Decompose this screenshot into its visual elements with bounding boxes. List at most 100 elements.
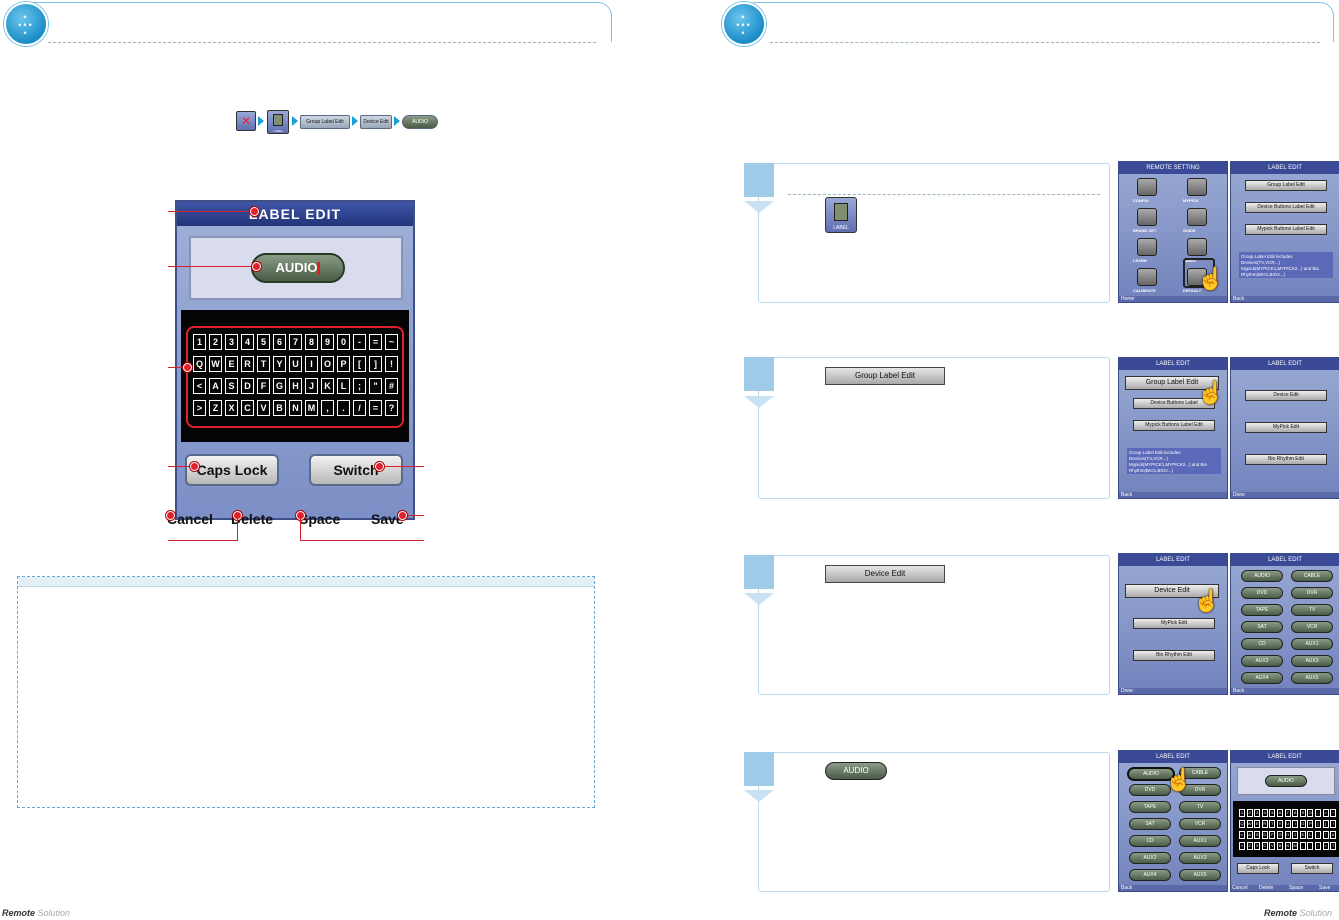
callout-line bbox=[300, 515, 301, 540]
key[interactable]: S bbox=[225, 378, 238, 394]
key[interactable]: . bbox=[337, 400, 350, 416]
key[interactable]: < bbox=[193, 378, 206, 394]
key[interactable]: U bbox=[289, 356, 302, 372]
key[interactable]: J bbox=[305, 378, 318, 394]
mini-key: " bbox=[1322, 831, 1329, 839]
key[interactable]: Q bbox=[193, 356, 206, 372]
key[interactable]: " bbox=[369, 378, 382, 394]
key[interactable]: W bbox=[209, 356, 222, 372]
thumb-note: Group Label Edit includes Devices(TV,VCR… bbox=[1127, 448, 1221, 474]
key[interactable]: 1 bbox=[193, 334, 206, 350]
key[interactable]: P bbox=[337, 356, 350, 372]
key[interactable]: - bbox=[353, 334, 366, 350]
mini-key: Q bbox=[1239, 820, 1245, 828]
key[interactable]: > bbox=[193, 400, 206, 416]
key[interactable]: 6 bbox=[273, 334, 286, 350]
callout-dot bbox=[166, 511, 175, 520]
thumb-footer: Cancel Delete Space Save bbox=[1231, 885, 1339, 891]
step-4-box bbox=[758, 752, 1110, 892]
key[interactable]: G bbox=[273, 378, 286, 394]
caps-lock-button[interactable]: Caps Lock bbox=[185, 454, 279, 486]
thumb-device-pill: TV bbox=[1179, 801, 1221, 813]
key[interactable]: ? bbox=[385, 400, 398, 416]
thumb-footer: Home bbox=[1119, 296, 1227, 302]
key[interactable]: [ bbox=[353, 356, 366, 372]
thumb-note: Group Label Edit includes Devices(TV,VCR… bbox=[1239, 252, 1333, 278]
pointer-hand-icon: ☝ bbox=[1197, 266, 1225, 291]
key[interactable]: C bbox=[241, 400, 254, 416]
key[interactable]: V bbox=[257, 400, 270, 416]
thumb-footer: Done bbox=[1231, 492, 1339, 498]
thumb-mypick-buttons-label-edit: Mypick Buttons Label Edit bbox=[1245, 224, 1327, 235]
thumb-device-pill: TAPE bbox=[1129, 801, 1171, 813]
key[interactable]: 8 bbox=[305, 334, 318, 350]
pointer-hand-icon: ☝ bbox=[1165, 767, 1193, 792]
key[interactable]: = bbox=[369, 334, 382, 350]
key[interactable]: ! bbox=[385, 356, 398, 372]
step-1-number bbox=[744, 163, 774, 197]
key[interactable]: A bbox=[209, 378, 222, 394]
key[interactable]: Y bbox=[273, 356, 286, 372]
key[interactable]: 9 bbox=[321, 334, 334, 350]
key[interactable]: D bbox=[241, 378, 254, 394]
cancel-button[interactable]: Cancel bbox=[167, 511, 213, 527]
key[interactable]: F bbox=[257, 378, 270, 394]
key[interactable]: T bbox=[257, 356, 270, 372]
key[interactable]: L bbox=[337, 378, 350, 394]
breadcrumb-group-label-edit: Group Label Edit bbox=[300, 115, 350, 129]
thumb-footer: Back bbox=[1119, 492, 1227, 498]
setting-icon-label: CONFIG bbox=[1133, 198, 1149, 203]
text-cursor bbox=[317, 262, 321, 276]
key[interactable]: , bbox=[321, 400, 334, 416]
key[interactable]: E bbox=[225, 356, 238, 372]
key[interactable]: I bbox=[305, 356, 318, 372]
screen-title: LABEL EDIT bbox=[177, 202, 413, 226]
key[interactable]: 5 bbox=[257, 334, 270, 350]
key[interactable]: # bbox=[385, 378, 398, 394]
key[interactable]: R bbox=[241, 356, 254, 372]
key[interactable]: 3 bbox=[225, 334, 238, 350]
key[interactable]: ~ bbox=[385, 334, 398, 350]
key[interactable]: H bbox=[289, 378, 302, 394]
key[interactable]: Z bbox=[209, 400, 222, 416]
step-3-device-edit-button[interactable]: Device Edit bbox=[825, 565, 945, 583]
step-2-group-label-edit-button[interactable]: Group Label Edit bbox=[825, 367, 945, 385]
key[interactable]: 7 bbox=[289, 334, 302, 350]
key[interactable]: X bbox=[225, 400, 238, 416]
mini-key: 9 bbox=[1299, 809, 1306, 817]
thumb-label-edit: LABEL EDIT Group Label Edit Device Butto… bbox=[1230, 161, 1339, 303]
thumb-device-pill: AUX5 bbox=[1291, 672, 1333, 684]
key[interactable]: 0 bbox=[337, 334, 350, 350]
step-4-number bbox=[744, 752, 774, 786]
key[interactable]: O bbox=[321, 356, 334, 372]
key[interactable]: = bbox=[369, 400, 382, 416]
key[interactable]: 4 bbox=[241, 334, 254, 350]
key[interactable]: M bbox=[305, 400, 318, 416]
mini-key: 8 bbox=[1292, 809, 1299, 817]
save-button[interactable]: Save bbox=[371, 511, 404, 527]
thumb-bio-rhythm-edit: Bio Rhythm Edit bbox=[1245, 454, 1327, 465]
space-button[interactable]: Space bbox=[299, 511, 341, 527]
mini-key: A bbox=[1246, 831, 1253, 839]
thumb-device-pill: DVD bbox=[1241, 587, 1283, 599]
key[interactable]: ; bbox=[353, 378, 366, 394]
key[interactable]: 2 bbox=[209, 334, 222, 350]
mini-key: I bbox=[1292, 820, 1299, 828]
mini-key: . bbox=[1307, 842, 1314, 850]
callout-line bbox=[380, 466, 424, 467]
key[interactable]: ] bbox=[369, 356, 382, 372]
thumb-title: REMOTE SETTING bbox=[1119, 162, 1227, 174]
step-4-audio-button[interactable]: AUDIO bbox=[825, 762, 887, 780]
thumb-group-label-edit: Group Label Edit bbox=[1245, 180, 1327, 191]
callout-dot bbox=[252, 262, 261, 271]
key[interactable]: B bbox=[273, 400, 286, 416]
key[interactable]: K bbox=[321, 378, 334, 394]
mini-key: N bbox=[1284, 842, 1291, 850]
mini-key: 5 bbox=[1269, 809, 1276, 817]
thumb-delete: Delete bbox=[1259, 885, 1274, 891]
key[interactable]: N bbox=[289, 400, 302, 416]
key[interactable]: / bbox=[353, 400, 366, 416]
switch-button[interactable]: Switch bbox=[309, 454, 403, 486]
breadcrumb-arrow-icon bbox=[258, 116, 264, 126]
